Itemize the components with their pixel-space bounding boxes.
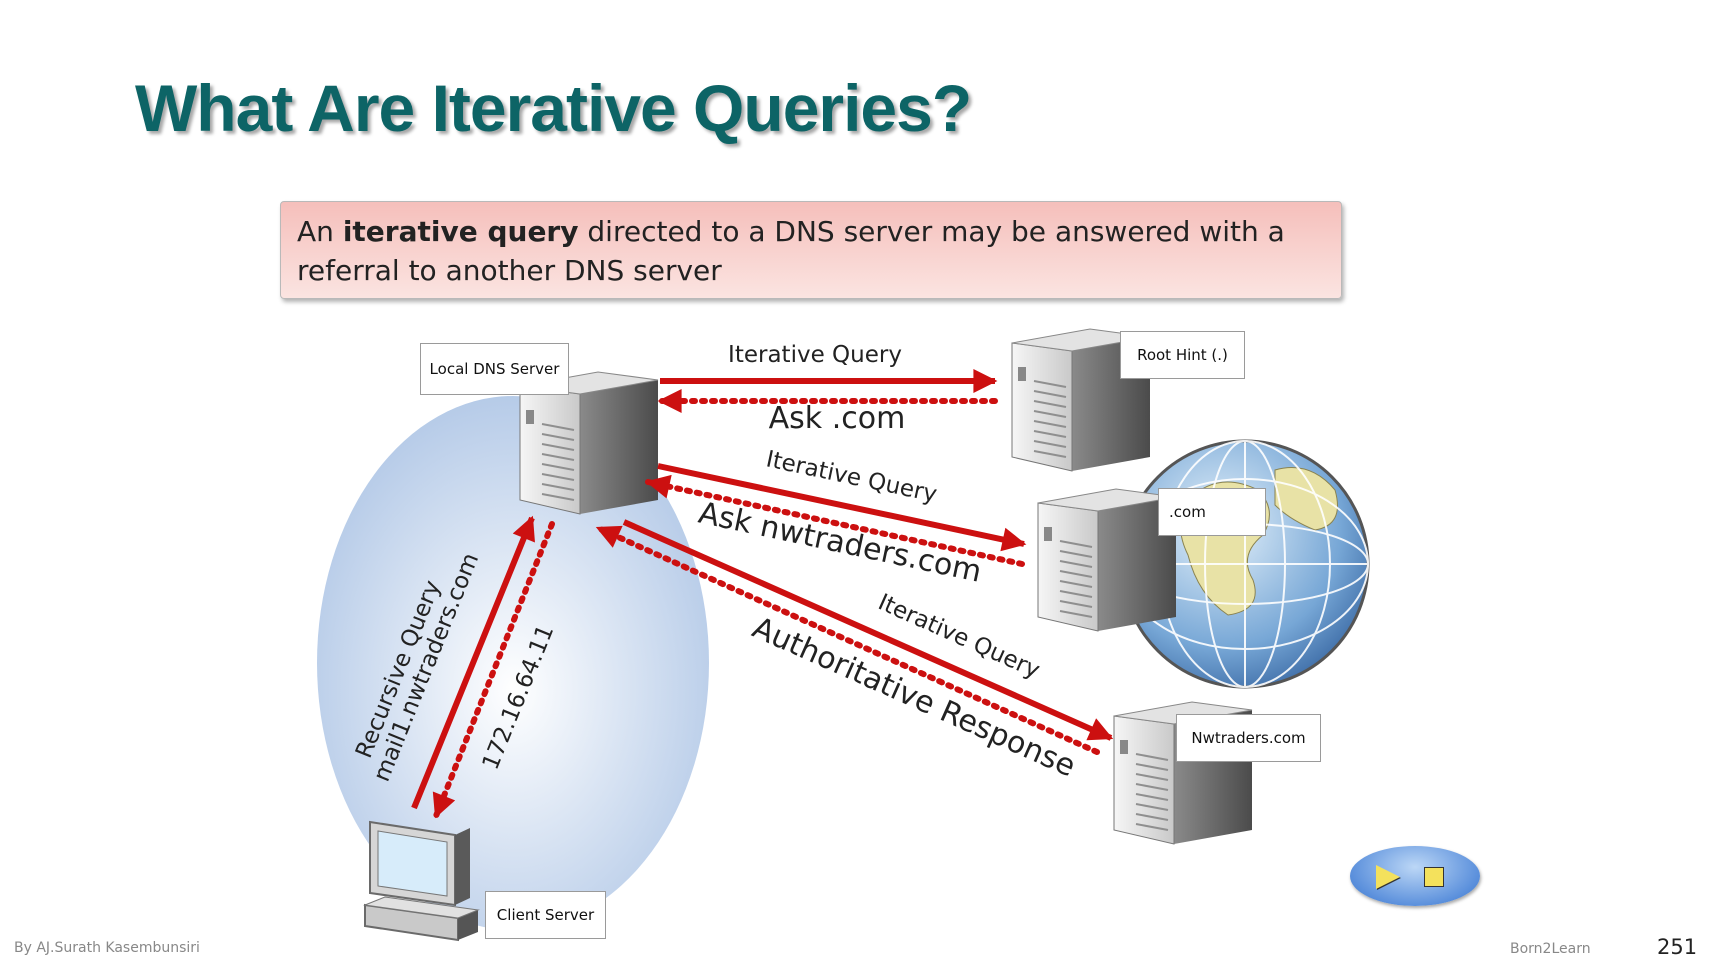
arrow-nw-response — [595, 525, 1100, 755]
footer-brand: Born2Learn — [1510, 941, 1591, 957]
arrow-com-referral — [645, 474, 1025, 567]
arrow-client-query — [411, 515, 535, 810]
label-root-referral: Ask .com — [769, 401, 906, 436]
label-com: .com — [1158, 488, 1266, 536]
label-root-hint: Root Hint (.) — [1120, 331, 1245, 379]
label-client-server: Client Server — [485, 891, 606, 939]
arrow-com-query — [657, 463, 1027, 552]
media-controls — [1350, 846, 1480, 906]
definition-box: An iterative query directed to a DNS ser… — [280, 201, 1342, 299]
play-icon[interactable] — [1376, 865, 1400, 889]
computer-icon — [363, 820, 480, 942]
page-number: 251 — [1657, 935, 1698, 959]
slide-title: What Are Iterative Queries? — [135, 71, 972, 145]
definition-term: iterative query — [342, 215, 579, 248]
footer-author: By AJ.Surath Kasembunsiri — [14, 940, 200, 956]
label-root-query: Iterative Query — [728, 342, 902, 368]
label-nw-response: Authoritative Response — [747, 610, 1080, 784]
label-com-query: Iterative Query — [764, 446, 939, 508]
definition-suffix: directed to a DNS server may be answered… — [297, 215, 1285, 287]
definition-prefix: An — [297, 215, 343, 248]
com-server-icon — [1037, 488, 1177, 632]
stop-icon[interactable] — [1424, 867, 1444, 887]
label-local-dns: Local DNS Server — [420, 343, 569, 395]
arrow-client-answer — [432, 521, 555, 819]
arrow-nw-query — [622, 519, 1114, 741]
label-nwtraders: Nwtraders.com — [1176, 714, 1321, 762]
